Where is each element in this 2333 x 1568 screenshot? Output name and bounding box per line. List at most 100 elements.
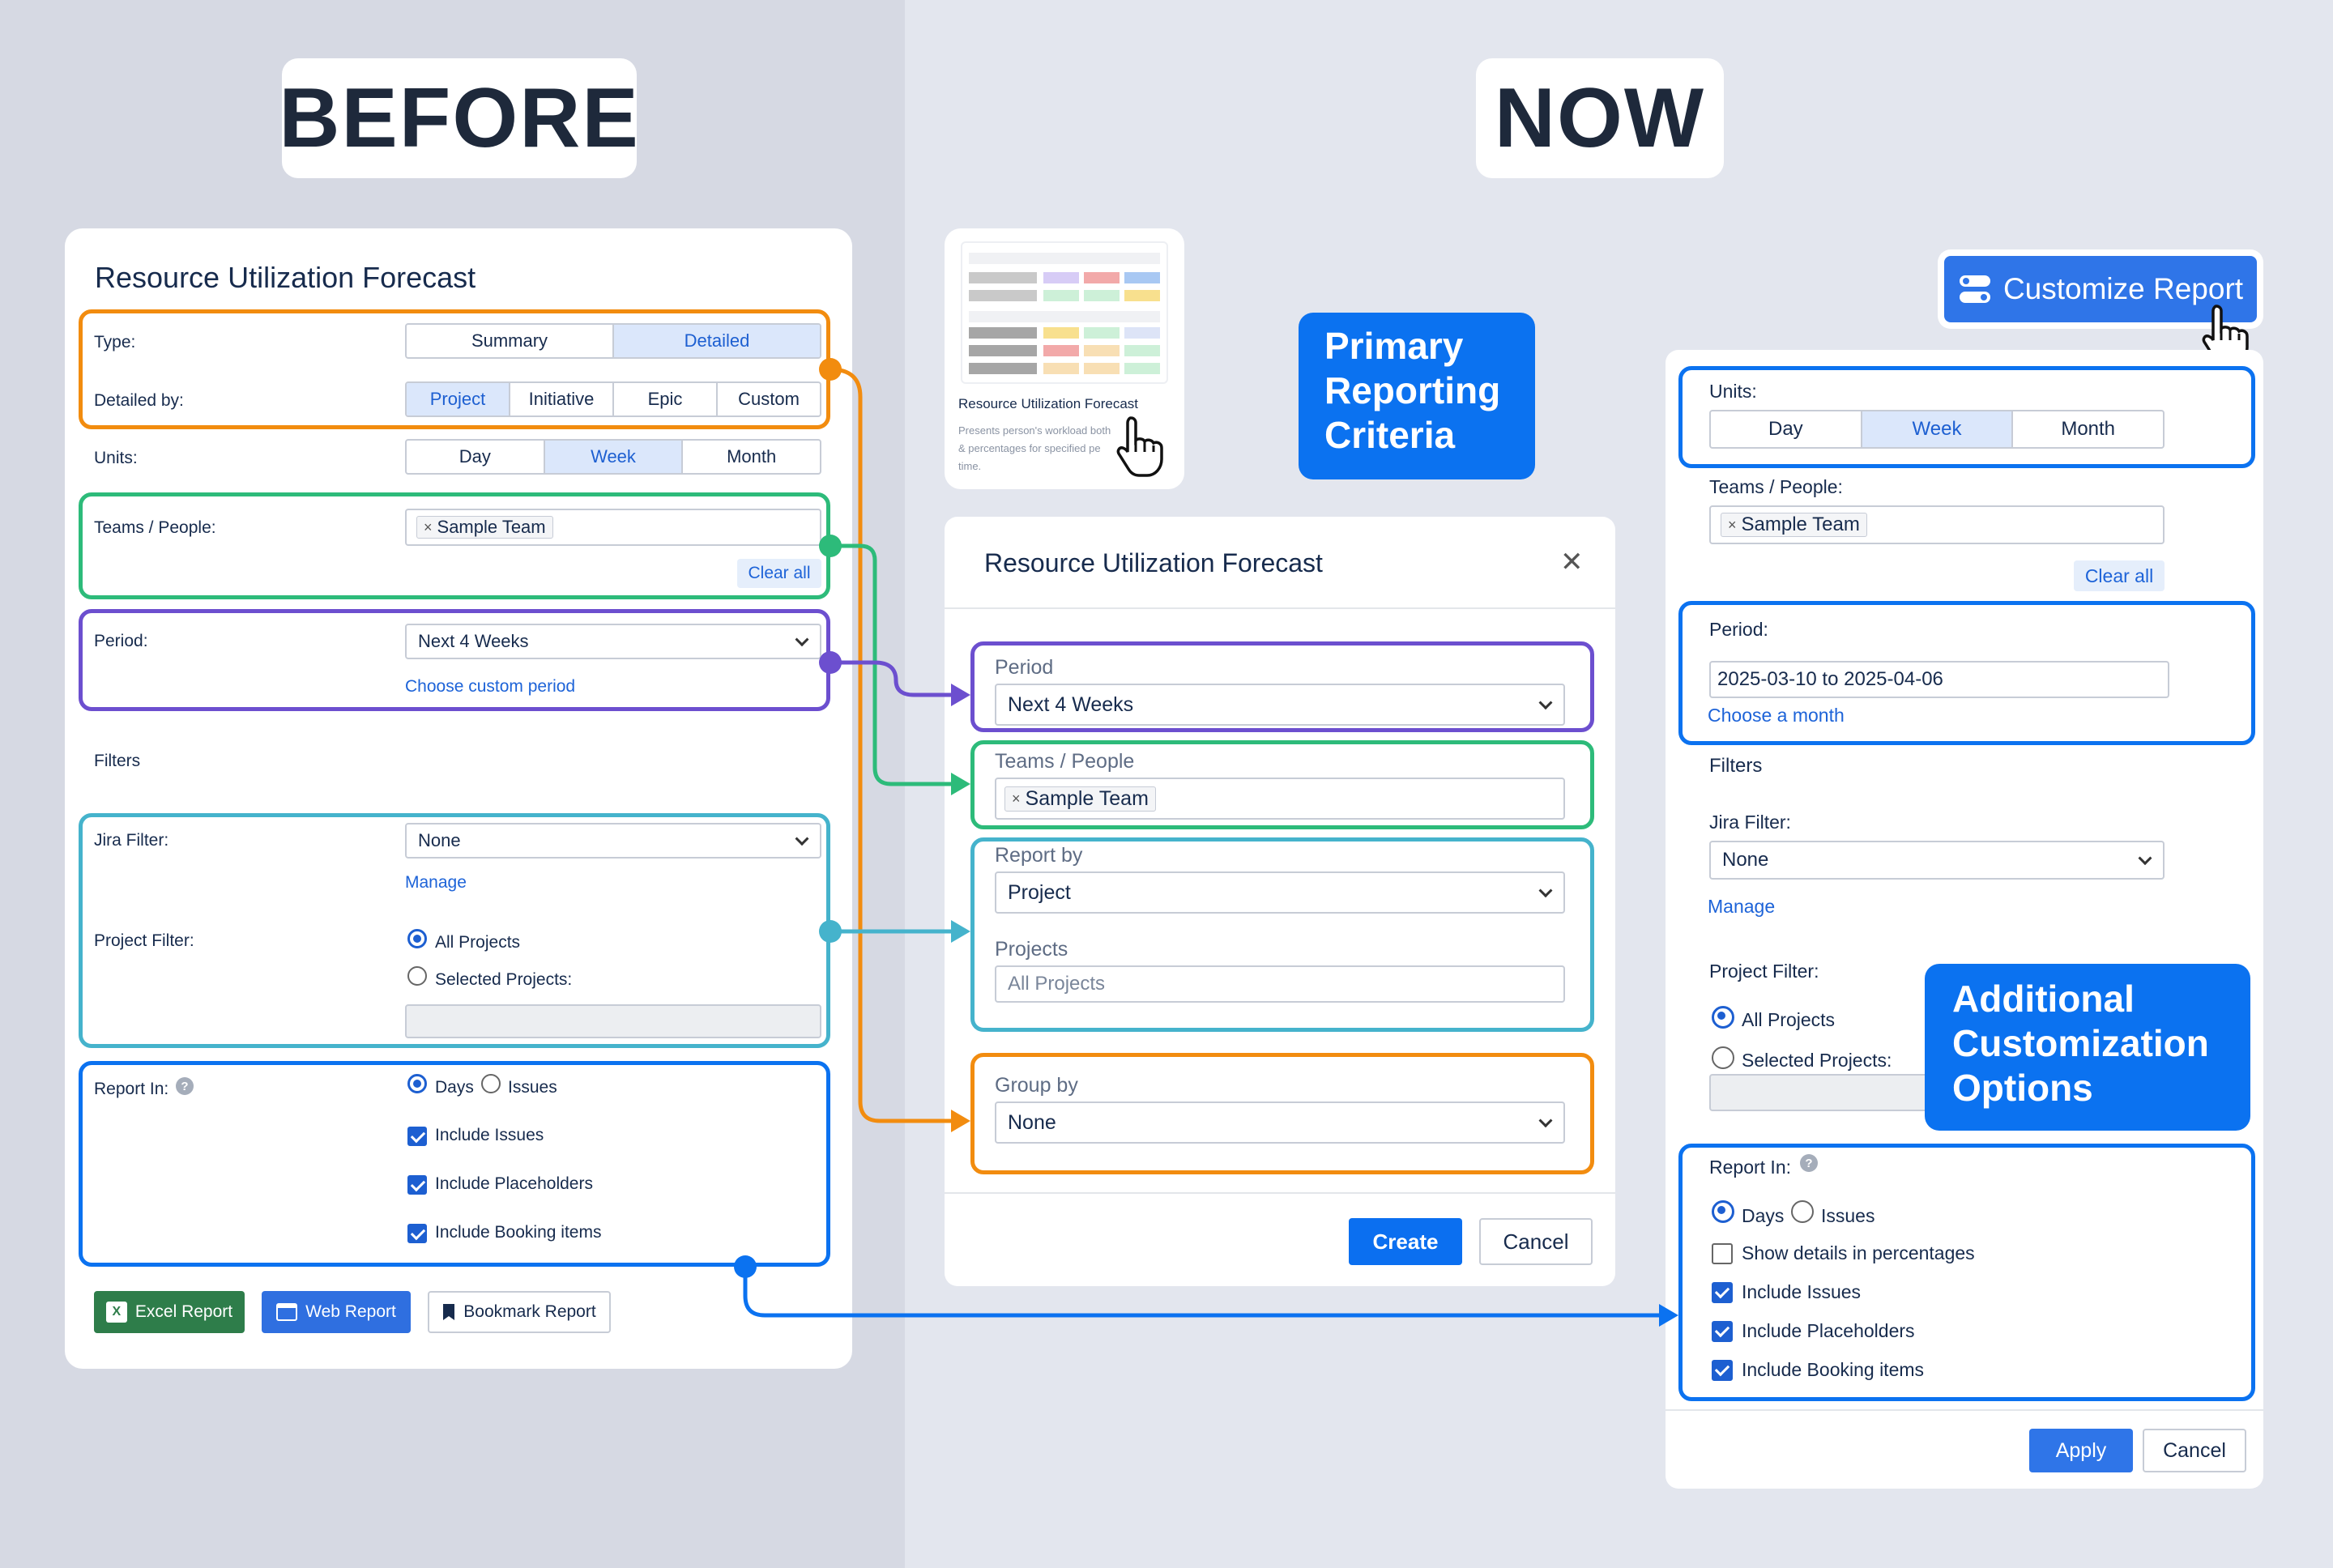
excel-icon: X xyxy=(105,1302,127,1323)
hand-pointer-icon xyxy=(1116,416,1163,477)
cust-units-month[interactable]: Month xyxy=(2061,418,2116,440)
modal-group-by-outline xyxy=(970,1053,1594,1174)
units-day[interactable]: Day xyxy=(407,441,545,473)
clear-all-button[interactable]: Clear all xyxy=(737,559,821,588)
remove-icon[interactable]: × xyxy=(1728,516,1737,533)
cust-project-filter-label: Project Filter: xyxy=(1709,961,1819,982)
cust-units-outline xyxy=(1678,366,2255,468)
cust-include-booking-checkbox[interactable] xyxy=(1712,1360,1733,1381)
days-radio[interactable] xyxy=(407,1074,427,1093)
selected-projects-radio[interactable] xyxy=(407,966,427,986)
cust-period-input[interactable]: 2025-03-10 to 2025-04-06 xyxy=(1709,661,2169,698)
cust-report-in-label: Report In: xyxy=(1709,1157,1791,1178)
cust-clear-all-button[interactable]: Clear all xyxy=(2074,560,2165,591)
modal-teams-outline xyxy=(970,740,1594,829)
additional-callout-line-1: Additional xyxy=(1952,978,2135,1020)
modal-projects-input[interactable]: All Projects xyxy=(995,965,1565,1003)
choose-custom-period-link[interactable]: Choose custom period xyxy=(405,677,576,696)
report-in-label: Report In: xyxy=(94,1080,169,1098)
units-week[interactable]: Week xyxy=(544,441,684,473)
issues-radio[interactable] xyxy=(481,1074,501,1093)
period-group-outline xyxy=(79,609,830,711)
detailed-by-label: Detailed by: xyxy=(94,391,184,410)
excel-report-label: Excel Report xyxy=(134,1302,233,1321)
cust-issues-radio[interactable] xyxy=(1791,1200,1814,1223)
modal-report-by-value: Project xyxy=(1008,880,1071,904)
detailed-by-custom[interactable]: Custom xyxy=(738,389,800,409)
cust-jira-filter-select[interactable]: None xyxy=(1709,841,2165,880)
help-icon[interactable]: ? xyxy=(1800,1154,1818,1172)
cust-include-booking-label: Include Booking items xyxy=(1742,1359,1925,1380)
teams-input[interactable]: ×Sample Team xyxy=(405,509,821,546)
modal-period-select[interactable]: Next 4 Weeks xyxy=(995,684,1565,726)
detailed-by-toggle: Project Initiative Epic Custom xyxy=(405,381,821,417)
selected-projects-input[interactable] xyxy=(405,1004,821,1038)
cust-include-placeholders-checkbox[interactable] xyxy=(1712,1321,1733,1342)
include-booking-label: Include Booking items xyxy=(435,1223,602,1242)
teams-label: Teams / People: xyxy=(94,518,216,537)
modal-group-by-select[interactable]: None xyxy=(995,1101,1565,1144)
cust-all-projects-radio[interactable] xyxy=(1712,1006,1734,1029)
thumbnail-preview xyxy=(961,241,1168,384)
include-issues-checkbox[interactable] xyxy=(407,1127,427,1146)
cust-include-issues-checkbox[interactable] xyxy=(1712,1282,1733,1303)
modal-report-by-select[interactable]: Project xyxy=(995,871,1565,914)
cust-units-week[interactable]: Week xyxy=(1862,411,2014,447)
apply-button[interactable]: Apply xyxy=(2029,1429,2133,1472)
remove-icon[interactable]: × xyxy=(1012,790,1021,807)
units-month[interactable]: Month xyxy=(727,446,777,467)
primary-callout-line-3: Criteria xyxy=(1324,414,1456,457)
choose-month-link[interactable]: Choose a month xyxy=(1708,705,1845,726)
customize-report-button[interactable]: Customize Report xyxy=(1944,256,2257,322)
modal-cancel-button[interactable]: Cancel xyxy=(1479,1218,1593,1265)
close-icon[interactable]: ✕ xyxy=(1560,547,1584,577)
cust-team-chip[interactable]: ×Sample Team xyxy=(1721,513,1867,537)
web-report-button[interactable]: Web Report xyxy=(262,1291,411,1333)
type-summary-option[interactable]: Summary xyxy=(407,325,614,357)
cust-jira-filter-value: None xyxy=(1722,849,1769,871)
type-detailed-option[interactable]: Detailed xyxy=(614,325,820,357)
manage-link[interactable]: Manage xyxy=(405,873,467,892)
cust-jira-filter-label: Jira Filter: xyxy=(1709,812,1791,833)
include-booking-checkbox[interactable] xyxy=(407,1224,427,1243)
days-label: Days xyxy=(435,1078,474,1097)
detailed-by-project[interactable]: Project xyxy=(407,383,510,415)
create-button[interactable]: Create xyxy=(1349,1218,1462,1265)
show-percent-checkbox[interactable] xyxy=(1712,1243,1733,1264)
project-filter-label: Project Filter: xyxy=(94,931,194,950)
bookmark-report-button[interactable]: Bookmark Report xyxy=(428,1291,611,1333)
modal-team-chip-label: Sample Team xyxy=(1025,786,1149,810)
cust-manage-link[interactable]: Manage xyxy=(1708,896,1776,917)
help-icon[interactable]: ? xyxy=(176,1077,194,1095)
jira-filter-value: None xyxy=(418,830,461,850)
period-select[interactable]: Next 4 Weeks xyxy=(405,624,821,659)
detailed-by-epic[interactable]: Epic xyxy=(614,383,718,415)
cust-units-day[interactable]: Day xyxy=(1711,411,1862,447)
modal-period-outline xyxy=(970,641,1594,732)
modal-period-value: Next 4 Weeks xyxy=(1008,692,1134,716)
modal-projects-placeholder: All Projects xyxy=(1008,973,1106,995)
detailed-by-initiative[interactable]: Initiative xyxy=(510,383,614,415)
cust-filters-heading: Filters xyxy=(1709,755,1763,777)
cust-teams-input[interactable]: ×Sample Team xyxy=(1709,505,2165,544)
include-placeholders-checkbox[interactable] xyxy=(407,1175,427,1195)
cust-selected-projects-radio[interactable] xyxy=(1712,1046,1734,1069)
modal-group-by-label: Group by xyxy=(995,1074,1078,1097)
additional-callout-line-2: Customization xyxy=(1952,1022,2209,1065)
jira-filter-select[interactable]: None xyxy=(405,823,821,859)
cust-report-in-outline xyxy=(1678,1144,2255,1401)
modal-teams-input[interactable]: ×Sample Team xyxy=(995,778,1565,820)
cust-issues-label: Issues xyxy=(1821,1205,1875,1226)
excel-report-button[interactable]: X Excel Report xyxy=(94,1291,245,1333)
primary-callout-line-2: Reporting xyxy=(1324,369,1501,412)
bookmark-report-label: Bookmark Report xyxy=(463,1302,596,1321)
modal-team-chip[interactable]: ×Sample Team xyxy=(1004,786,1156,812)
all-projects-radio[interactable] xyxy=(407,929,427,948)
thumbnail-desc-line-2: & percentages for specified pe xyxy=(958,442,1101,454)
team-chip[interactable]: ×Sample Team xyxy=(416,516,553,539)
remove-icon[interactable]: × xyxy=(424,518,433,535)
cust-days-radio[interactable] xyxy=(1712,1200,1734,1223)
cust-cancel-button[interactable]: Cancel xyxy=(2143,1429,2246,1472)
before-tag: BEFORE xyxy=(279,58,638,178)
cust-teams-label: Teams / People: xyxy=(1709,476,1843,497)
